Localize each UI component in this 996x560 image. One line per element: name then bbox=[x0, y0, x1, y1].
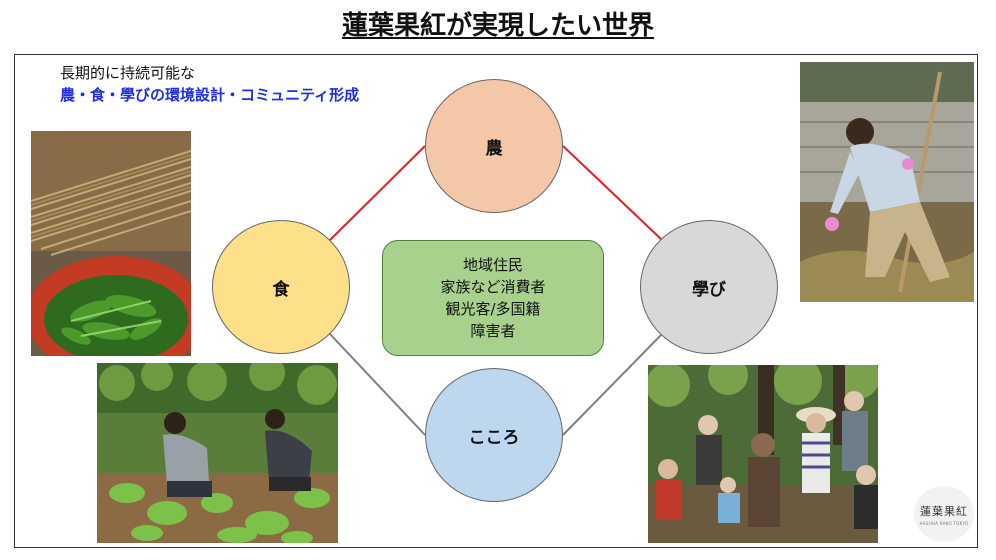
node-agriculture: 農 bbox=[425, 79, 563, 213]
community-line-disabled: 障害者 bbox=[470, 322, 516, 340]
link-agriculture-learning bbox=[562, 145, 663, 241]
node-heart: こころ bbox=[425, 368, 563, 502]
node-learning-label: 學び bbox=[692, 279, 726, 300]
node-heart-label: こころ bbox=[468, 427, 520, 448]
photo-person-farming bbox=[800, 62, 974, 302]
subtitle-line-2: 農・食・學びの環境設計・コミュニティ形成 bbox=[60, 86, 360, 104]
logo-subtext: HASUHA KAKO TOKYO bbox=[919, 520, 969, 526]
link-agriculture-food bbox=[329, 145, 426, 241]
center-community-box: 地域住民 家族など消費者 観光客/多国籍 障害者 bbox=[382, 240, 604, 356]
community-line-residents: 地域住民 bbox=[462, 256, 523, 274]
community-line-families: 家族など消費者 bbox=[440, 278, 546, 296]
node-food: 食 bbox=[212, 220, 350, 354]
photo-rice-and-greens bbox=[31, 131, 191, 356]
brand-logo: 蓮葉果紅 HASUHA KAKO TOKYO bbox=[914, 486, 974, 542]
node-learning: 學び bbox=[640, 220, 778, 354]
page-title: 蓮葉果紅が実現したい世界 bbox=[0, 8, 996, 44]
subtitle-line-1: 長期的に持続可能な bbox=[60, 64, 196, 82]
community-line-tourists: 観光客/多国籍 bbox=[445, 300, 541, 318]
photo-field-planting bbox=[97, 363, 338, 543]
link-food-heart bbox=[329, 333, 426, 436]
photo-group-forest bbox=[648, 365, 878, 543]
link-learning-heart bbox=[562, 333, 663, 436]
node-food-label: 食 bbox=[272, 279, 290, 300]
logo-text: 蓮葉果紅 bbox=[920, 504, 968, 518]
node-agriculture-label: 農 bbox=[485, 138, 503, 159]
page-title-text: 蓮葉果紅が実現したい世界 bbox=[341, 11, 654, 41]
content-frame bbox=[14, 54, 978, 548]
